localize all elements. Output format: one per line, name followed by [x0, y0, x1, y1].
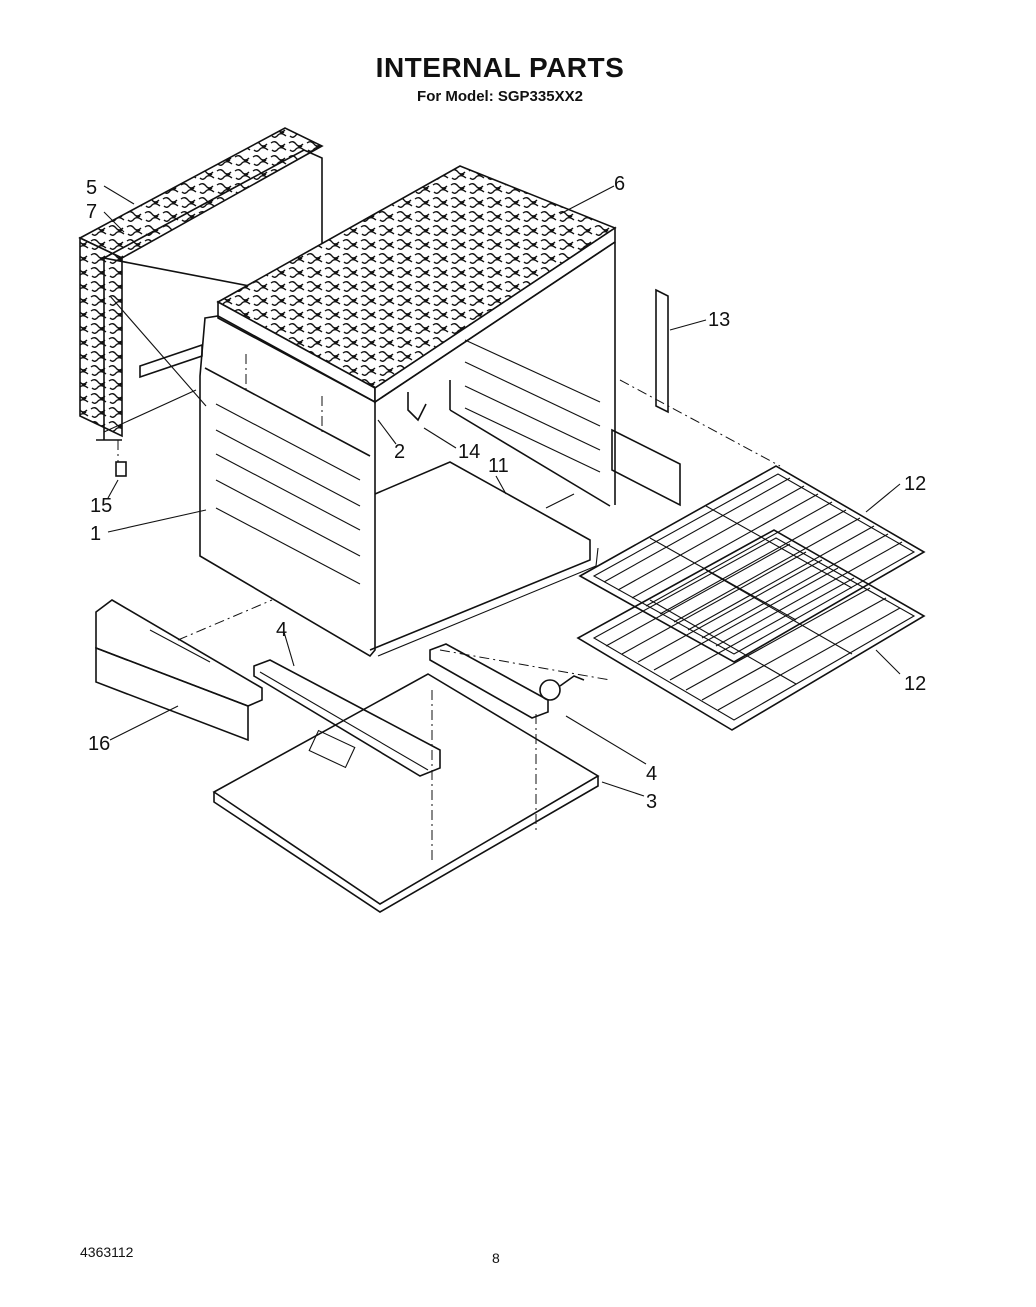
leader-lines [103, 185, 901, 797]
callout-7: 7 [86, 201, 97, 223]
callout-11: 11 [488, 455, 509, 477]
callout-14: 14 [458, 441, 480, 463]
oven-rack-upper [578, 465, 926, 663]
small-bracket [407, 392, 427, 422]
screw-part [115, 461, 127, 477]
alignment-lines [117, 354, 781, 860]
callout-6: 6 [614, 173, 625, 195]
document-number: 4363112 [80, 1244, 134, 1260]
page-number: 8 [492, 1250, 500, 1266]
callout-13: 13 [708, 309, 730, 331]
oven-liner [139, 241, 681, 658]
callout-1: 1 [90, 523, 101, 545]
callout-4-left: 4 [276, 619, 287, 641]
callout-2: 2 [394, 441, 405, 463]
page-title: INTERNAL PARTS [375, 52, 625, 83]
callout-15: 15 [90, 495, 112, 517]
callout-12-lower: 12 [904, 673, 926, 695]
oven-rack-lower [576, 529, 926, 731]
side-bracket [655, 288, 669, 414]
callout-4-right: 4 [646, 763, 657, 785]
front-baffle [95, 599, 263, 742]
callout-12-upper: 12 [904, 473, 926, 495]
callout-5: 5 [86, 177, 97, 199]
callout-16: 16 [88, 733, 110, 755]
oven-top-insulation [216, 165, 617, 404]
model-subtitle: For Model: SGP335XX2 [417, 88, 583, 105]
callout-3: 3 [646, 791, 657, 813]
oven-bottom-panel [212, 673, 600, 913]
burner-right [429, 643, 585, 719]
